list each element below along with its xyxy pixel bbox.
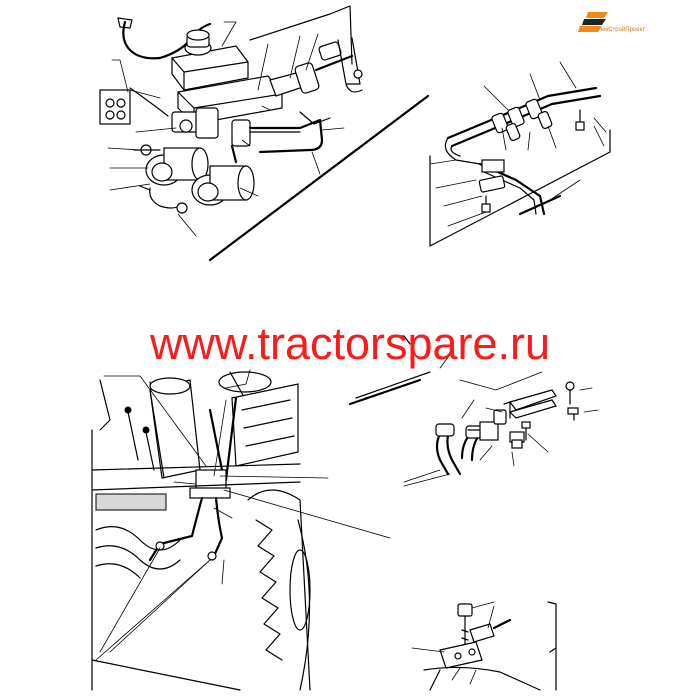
brand-logo-mark-icon (586, 12, 608, 18)
brand-logo (578, 12, 608, 32)
brand-caption: РемСтройПроект (596, 27, 646, 33)
brand-logo-mark-icon-3 (578, 26, 602, 32)
brake-master-cylinder-icon (99, 5, 430, 262)
pipe-fittings-icon (355, 335, 599, 487)
brand-logo-mark-icon-2 (582, 19, 606, 25)
brake-pipe-assembly-icon (429, 61, 611, 247)
bolt-fixing-icon (411, 601, 557, 691)
watermark-text: www.tractorspare.ru (149, 318, 551, 369)
tractor-cab-view-icon (91, 369, 422, 691)
